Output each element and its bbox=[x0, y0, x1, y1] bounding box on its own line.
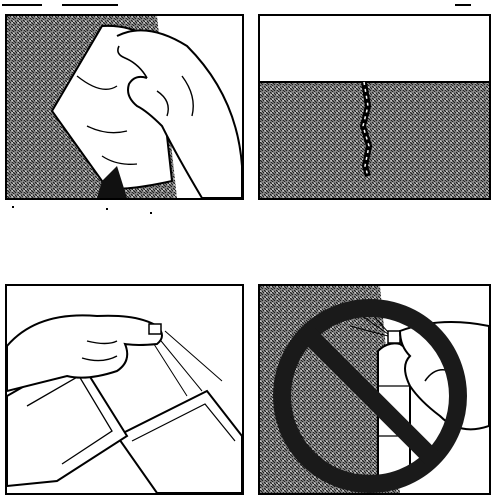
speck bbox=[106, 208, 108, 210]
hand-wiping-cloth-icon bbox=[7, 16, 242, 198]
speck bbox=[12, 206, 14, 208]
panel-no-spray-on-surface bbox=[258, 284, 491, 495]
hand-spray-can-icon bbox=[7, 286, 242, 493]
top-rule-mid bbox=[62, 4, 118, 6]
panel-surface-crack bbox=[258, 14, 491, 200]
top-rule-right bbox=[455, 4, 471, 6]
panel-wipe-surface bbox=[5, 14, 244, 200]
crack-in-surface-icon bbox=[260, 16, 489, 198]
panel-spray-on-paper bbox=[5, 284, 244, 495]
prohibited-spray-icon bbox=[260, 286, 489, 493]
speck bbox=[150, 212, 152, 214]
top-rule-left bbox=[2, 4, 42, 6]
